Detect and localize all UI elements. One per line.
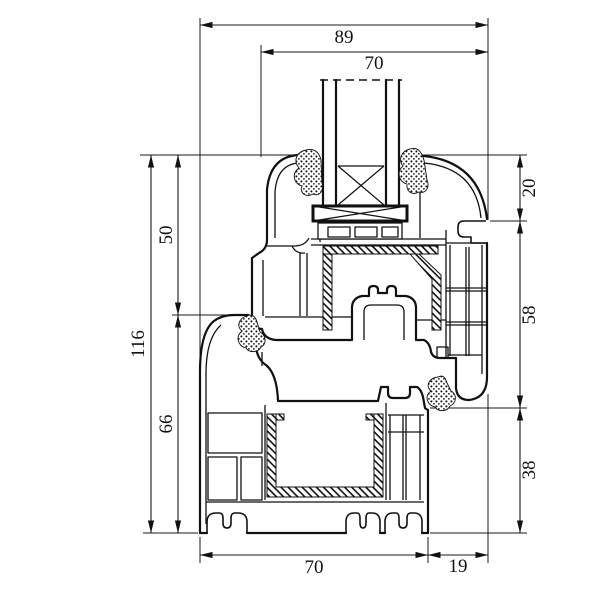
gaskets — [237, 148, 456, 412]
frame-foot-slot — [345, 512, 381, 533]
dim-label-overall-width: 89 — [335, 27, 354, 48]
dim-label-sash-offset: 19 — [449, 556, 468, 577]
drip-notch — [457, 220, 487, 244]
frame-chamber — [207, 412, 263, 454]
frame-foot-slot — [206, 512, 248, 533]
dim-label-right-top: 20 — [519, 179, 540, 198]
glazing-packer — [317, 222, 403, 240]
dim-label-right-bottom: 38 — [519, 461, 540, 480]
sash-profile — [250, 153, 489, 402]
setting-block — [311, 204, 409, 223]
steel-reinforcement-sash-leg — [322, 253, 333, 331]
steel-reinforcement-sash-leg — [408, 253, 442, 331]
gasket-glass-right — [398, 148, 429, 194]
dimension-labels: 89 70 116 50 66 20 58 38 70 19 — [128, 27, 540, 578]
dim-label-right-middle: 58 — [519, 306, 540, 325]
dimension-lines — [147, 21, 524, 559]
dim-label-total-height: 116 — [128, 330, 149, 358]
spacer-bar — [337, 165, 385, 206]
dim-label-lower-height: 66 — [156, 415, 177, 434]
gasket-frame-left — [237, 314, 266, 353]
frame-chamber — [207, 456, 238, 501]
euro-groove-slot — [363, 304, 405, 340]
dim-label-sash-depth: 70 — [365, 53, 384, 74]
frame-foot-slot — [384, 512, 423, 533]
gasket-frame-right — [426, 375, 456, 412]
gasket-glass-left — [293, 149, 323, 196]
steel-lip — [365, 413, 375, 421]
steel-reinforcement-sash — [322, 245, 439, 255]
frame-profile — [198, 313, 430, 535]
glass-unit — [311, 78, 409, 240]
dim-label-frame-depth: 70 — [305, 557, 324, 578]
steel-lip — [275, 413, 285, 421]
glazing-bead — [250, 153, 321, 260]
steel-reinforcement-frame — [266, 413, 384, 498]
dim-label-upper-height: 50 — [156, 226, 177, 245]
frame-chamber — [240, 456, 263, 501]
